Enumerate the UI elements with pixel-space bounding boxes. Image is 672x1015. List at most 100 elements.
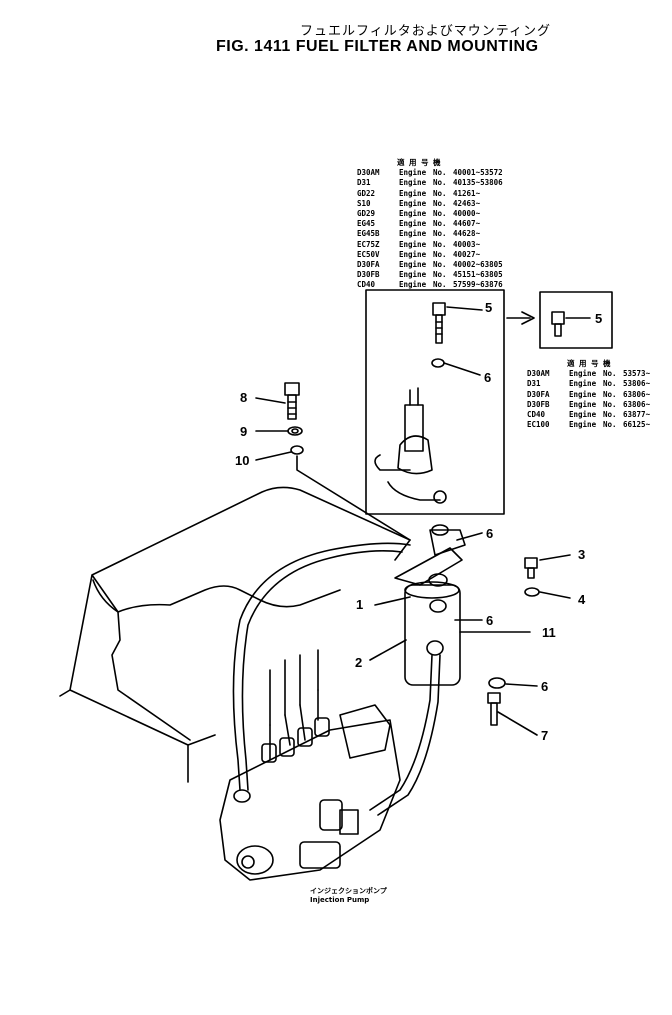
callout-6: 6 <box>484 370 492 385</box>
table-cell-engine: Engine <box>399 168 427 178</box>
table-cell-no: No. <box>433 198 447 208</box>
table-cell-engine: Engine <box>569 420 597 430</box>
table-cell-model: CD40 <box>357 280 376 290</box>
callout-2: 2 <box>355 655 363 670</box>
table-cell-serial: 41261~ <box>453 188 481 198</box>
table-cell-no: No. <box>603 410 617 420</box>
table-cell-serial: 53806~ <box>623 379 651 389</box>
callout-6-lower: 6 <box>541 679 549 694</box>
detail-box <box>365 289 505 515</box>
table-cell-engine: Engine <box>399 249 427 259</box>
table-cell-model: D30FA <box>527 389 550 399</box>
table-cell-engine: Engine <box>399 239 427 249</box>
table-cell-model: D31 <box>527 379 541 389</box>
injection-pump-label-en: Injection Pump <box>310 896 370 904</box>
table-cell-serial: 40002~63805 <box>453 260 503 270</box>
table-cell-serial: 53573~ <box>623 369 651 379</box>
table-cell-serial: 40000~ <box>453 209 481 219</box>
table-cell-engine: Engine <box>569 369 597 379</box>
callout-8: 8 <box>240 390 248 405</box>
table-cell-no: No. <box>603 389 617 399</box>
table-cell-engine: Engine <box>399 229 427 239</box>
table-cell-no: No. <box>433 229 447 239</box>
injection-pump-label: インジェクションポンプ Injection Pump <box>310 887 387 905</box>
callout-5: 5 <box>485 300 493 315</box>
table-cell-serial: 44628~ <box>453 229 481 239</box>
callout-10: 10 <box>235 453 250 468</box>
table-cell-model: D30FA <box>357 260 380 270</box>
table-1-header: 適 用 号 機 <box>397 158 441 167</box>
table-cell-serial: 44607~ <box>453 219 481 229</box>
table-cell-engine: Engine <box>569 399 597 409</box>
callout-7: 7 <box>541 728 549 743</box>
table-cell-model: D31 <box>357 178 371 188</box>
fuel-line-return <box>232 542 411 791</box>
table-cell-no: No. <box>433 270 447 280</box>
table-cell-model: GD29 <box>357 209 376 219</box>
table-cell-model: EC75Z <box>357 239 380 249</box>
table-cell-model: EC100 <box>527 420 550 430</box>
table-cell-engine: Engine <box>399 219 427 229</box>
table-cell-no: No. <box>433 209 447 219</box>
table-cell-no: No. <box>603 420 617 430</box>
table-cell-no: No. <box>433 249 447 259</box>
table-cell-model: EC50V <box>357 249 380 259</box>
callout-4: 4 <box>578 592 586 607</box>
table-cell-model: EG45 <box>357 219 376 229</box>
table-cell-engine: Engine <box>399 270 427 280</box>
table-cell-model: D30FB <box>527 399 550 409</box>
detail-box-small <box>539 291 613 349</box>
table-cell-engine: Engine <box>399 188 427 198</box>
table-cell-model: GD22 <box>357 188 376 198</box>
callout-1: 1 <box>356 597 364 612</box>
table-cell-model: D30AM <box>357 168 380 178</box>
figure-title: FIG. 1411 FUEL FILTER AND MOUNTING <box>216 38 539 55</box>
table-cell-no: No. <box>603 399 617 409</box>
callout-6-filter: 6 <box>486 613 494 628</box>
table-cell-engine: Engine <box>399 260 427 270</box>
table-cell-model: S10 <box>357 198 371 208</box>
callout-11: 11 <box>542 625 556 640</box>
callout-9: 9 <box>240 424 248 439</box>
table-row: EG45 Engine No. 44607~ <box>357 219 503 229</box>
table-row: EC100 Engine No. 66125~ <box>527 420 650 430</box>
table-cell-serial: 40003~ <box>453 239 481 249</box>
table-cell-no: No. <box>603 379 617 389</box>
table-row: GD29 Engine No. 40000~ <box>357 209 503 219</box>
filter-bracket <box>394 547 463 586</box>
callout-5-detail: 5 <box>595 311 603 326</box>
injection-pump-label-jp: インジェクションポンプ <box>310 887 387 895</box>
table-cell-model: EG45B <box>357 229 380 239</box>
table-cell-engine: Engine <box>399 178 427 188</box>
table-cell-serial: 63877~ <box>623 410 651 420</box>
callout-3: 3 <box>578 547 586 562</box>
table-row: D30FA Engine No. 40002~63805 <box>357 260 503 270</box>
table-row: EG45B Engine No. 44628~ <box>357 229 503 239</box>
table-cell-engine: Engine <box>569 410 597 420</box>
table-cell-model: D30FB <box>357 270 380 280</box>
table-cell-no: No. <box>433 219 447 229</box>
table-row: D30FB Engine No. 63806~ <box>527 400 650 410</box>
table-cell-serial: 57599~63876 <box>453 280 503 290</box>
table-cell-serial: 63806~ <box>623 399 651 409</box>
filter-canister <box>404 584 461 686</box>
table-cell-serial: 66125~ <box>623 420 651 430</box>
table-cell-serial: 42463~ <box>453 198 481 208</box>
table-cell-engine: Engine <box>399 209 427 219</box>
table-cell-no: No. <box>433 260 447 270</box>
table-cell-no: No. <box>433 178 447 188</box>
engine-block <box>69 486 411 783</box>
table-cell-serial: 40001~53572 <box>453 168 503 178</box>
